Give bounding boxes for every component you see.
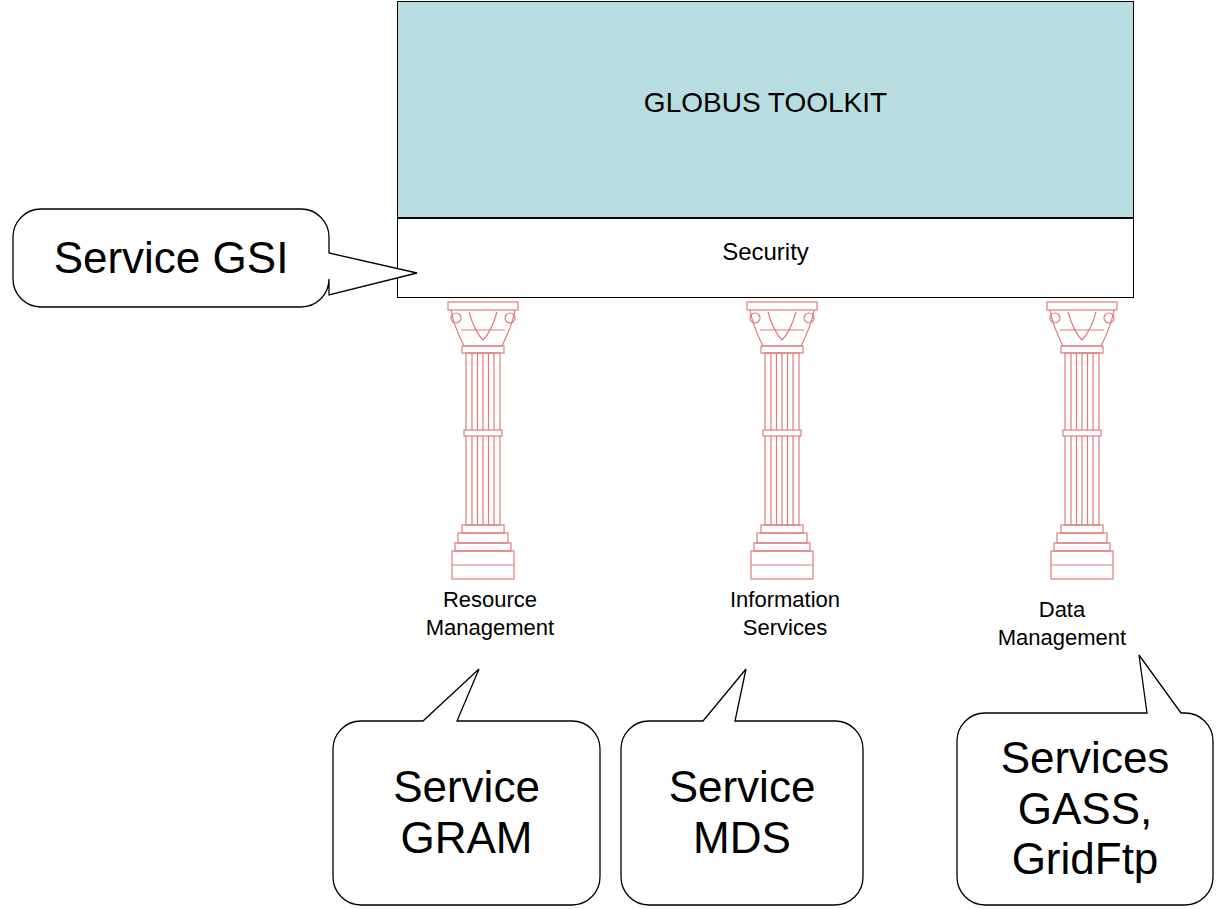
pillar-label: Information Services <box>700 586 870 641</box>
pillar-label: Resource Management <box>405 586 575 641</box>
pillar <box>448 302 518 579</box>
callout-bubble: Service MDS <box>620 720 864 906</box>
callout-text: Service MDS <box>640 762 844 863</box>
pillar-label: Data Management <box>977 596 1147 651</box>
callout-text: Service GRAM <box>352 762 581 863</box>
callout-bubble: Service GSI <box>12 208 330 308</box>
pillar <box>747 302 817 579</box>
security-band: Security <box>397 218 1134 298</box>
box-title: Security <box>722 238 809 266</box>
callout-outline <box>957 655 1213 905</box>
callout-outline <box>13 209 417 307</box>
callout-bubble: Services GASS, GridFtp <box>956 712 1214 906</box>
callout-outline <box>621 669 863 905</box>
pillar <box>1047 302 1117 579</box>
callout-outline <box>333 669 600 905</box>
box-title: GLOBUS TOOLKIT <box>644 87 887 119</box>
callout-bubble: Service GRAM <box>332 720 601 906</box>
callout-text: Services GASS, GridFtp <box>974 733 1196 885</box>
callout-text: Service GSI <box>54 233 289 284</box>
toolkit-box: GLOBUS TOOLKIT <box>397 1 1134 218</box>
